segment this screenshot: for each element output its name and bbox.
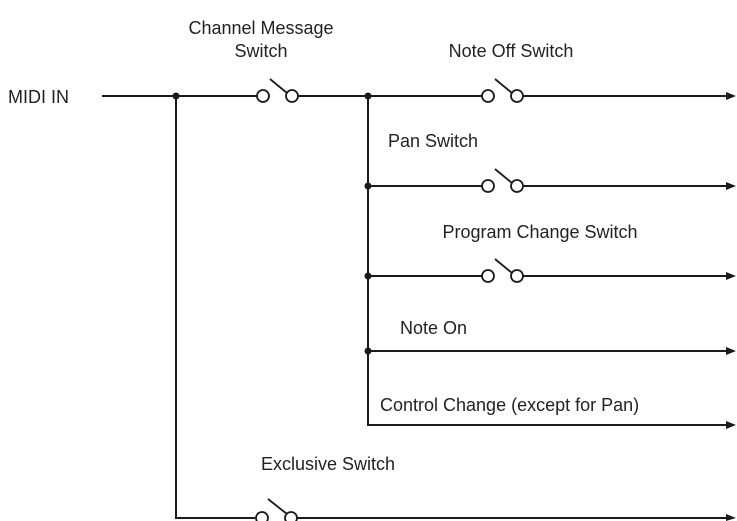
channel-message-switch-label-line2: Switch — [234, 41, 287, 61]
channel-message-switch-label-line1: Channel Message — [188, 18, 333, 38]
pan-switch — [481, 168, 524, 193]
note-on-label: Note On — [400, 318, 467, 338]
note-on-arrow — [726, 347, 736, 355]
pan-arrow — [726, 182, 736, 190]
pan-switch-label: Pan Switch — [388, 131, 478, 151]
control-change-label: Control Change (except for Pan) — [380, 395, 639, 415]
exclusive-switch — [255, 498, 298, 521]
exclusive-switch-label: Exclusive Switch — [261, 454, 395, 474]
note-off-switch-label: Note Off Switch — [449, 41, 574, 61]
program-change-arrow — [726, 272, 736, 280]
exclusive-arrow — [726, 514, 736, 521]
channel-message-switch — [256, 78, 299, 103]
program-change-switch — [481, 258, 524, 283]
note-off-switch — [481, 78, 524, 103]
note-off-arrow — [726, 92, 736, 100]
program-change-switch-label: Program Change Switch — [442, 222, 637, 242]
midi-in-label: MIDI IN — [8, 87, 69, 107]
control-change-arrow — [726, 421, 736, 429]
